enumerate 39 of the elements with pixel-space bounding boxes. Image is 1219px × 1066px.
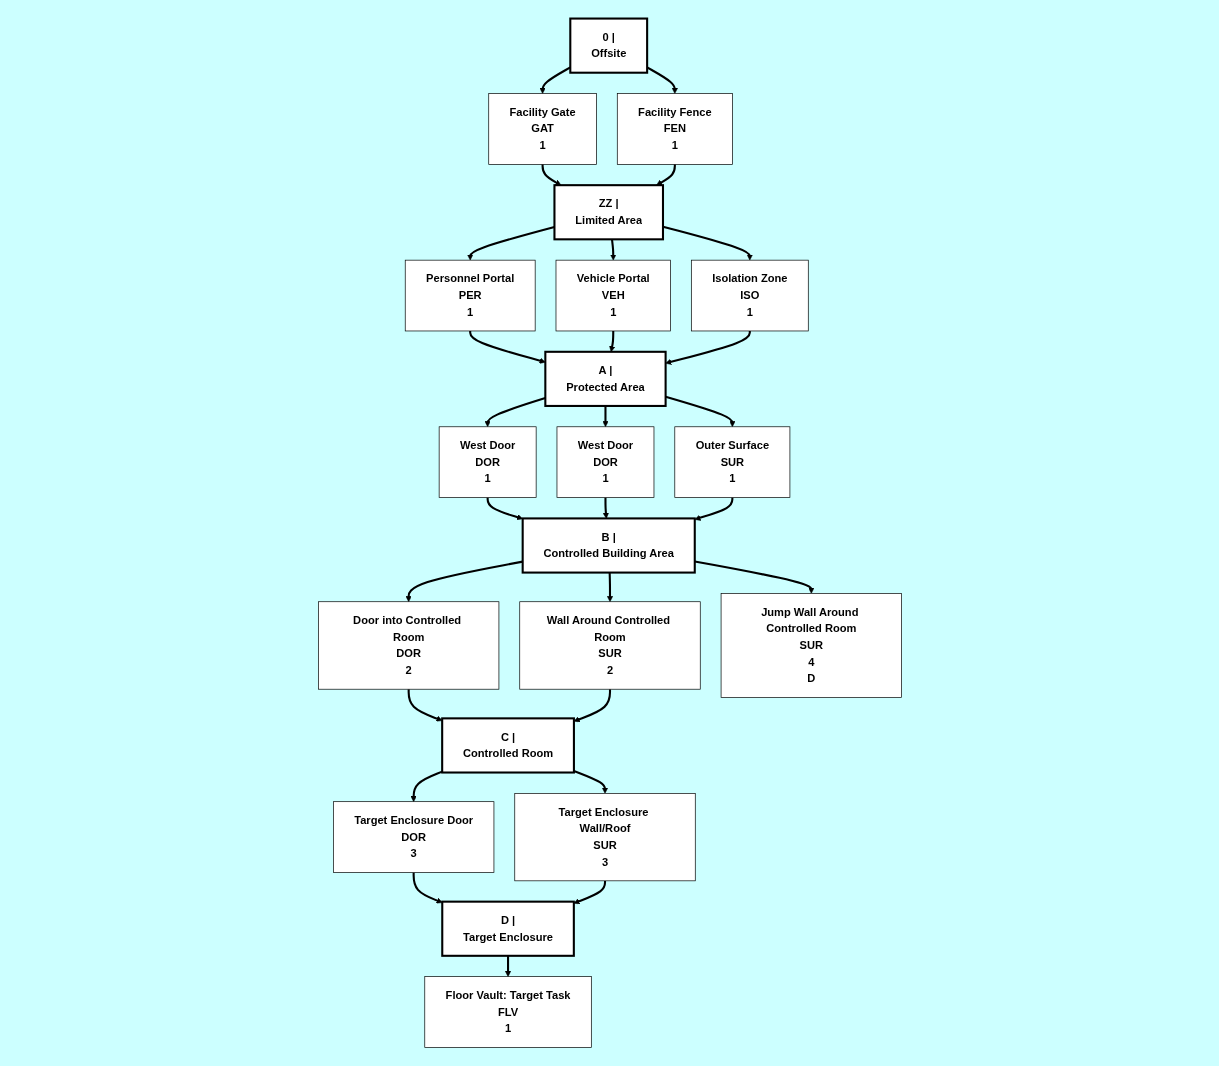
arrow (646, 66, 678, 94)
arrow (412, 872, 443, 904)
node-box: C | Controlled Room (440, 717, 575, 774)
arrow (601, 405, 609, 428)
node-box: Floor Vault: Target Task FLV 1 (423, 976, 592, 1048)
arrow (504, 955, 511, 977)
node-box: Isolation Zone ISO 1 (690, 259, 809, 332)
arrow (410, 770, 443, 802)
node-box: 0 | Offsite (568, 17, 648, 74)
node-box: Personnel Portal PER 1 (404, 259, 535, 332)
arrow (655, 164, 676, 186)
arrow (694, 560, 814, 594)
arrow (606, 572, 613, 602)
node-box: Jump Wall Around Controlled Room SUR 4 D (720, 593, 902, 698)
arrow (573, 769, 608, 794)
arrow (405, 560, 523, 602)
node-box: Target Enclosure Wall/Roof SUR 3 (513, 793, 696, 882)
node-box: Facility Fence FEN 1 (616, 93, 733, 165)
node-box: Target Enclosure Door DOR 3 (332, 801, 494, 873)
arrow (407, 689, 442, 722)
node-box: Door into Controlled Room DOR 2 (317, 601, 499, 690)
node-box: B | Controlled Building Area (521, 517, 696, 574)
arrow (573, 689, 611, 723)
arrow (609, 239, 616, 261)
node-box: Facility Gate GAT 1 (487, 93, 597, 165)
node-box: West Door DOR 1 (438, 426, 536, 498)
node-box: Outer Surface SUR 1 (673, 426, 790, 498)
node-box: A | Protected Area (543, 350, 667, 407)
node-box: Wall Around Controlled Room SUR 2 (518, 601, 701, 690)
node-box: D | Target Enclosure (440, 900, 575, 957)
arrow (602, 497, 609, 519)
arrow (541, 164, 561, 186)
node-box: West Door DOR 1 (556, 426, 654, 498)
arrow (694, 497, 733, 521)
arrow (662, 225, 753, 261)
arrow (486, 497, 523, 521)
node-box: ZZ | Limited Area (552, 184, 664, 241)
arrow (573, 880, 606, 905)
node-box: Vehicle Portal VEH 1 (555, 259, 671, 332)
